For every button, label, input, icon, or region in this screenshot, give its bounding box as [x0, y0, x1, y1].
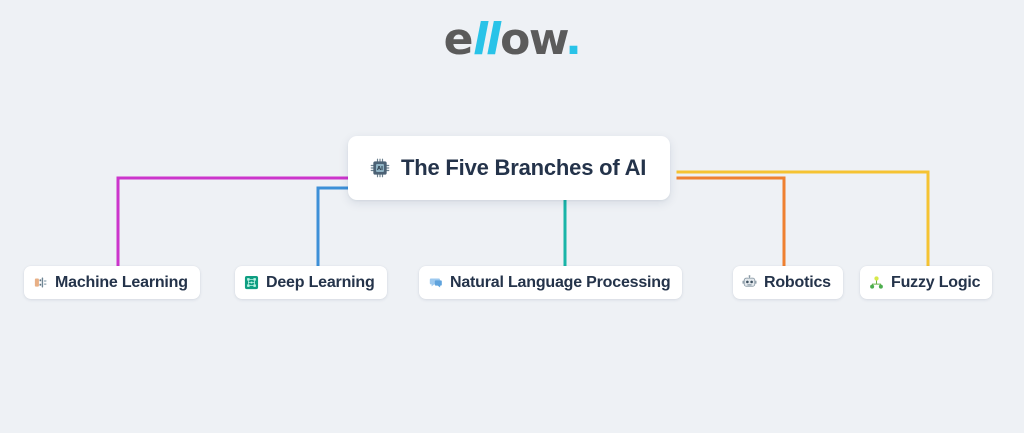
brand-segment-ow: ow: [500, 14, 567, 65]
mindmap-branch-fuzzy-logic[interactable]: Fuzzy Logic: [860, 266, 993, 299]
node-tree-icon: [869, 275, 884, 290]
mindmap-root-label: The Five Branches of AI: [401, 155, 647, 180]
connector-machine-learning: [116, 176, 350, 268]
microchip-icon: AI: [370, 158, 390, 178]
svg-text:AI: AI: [377, 166, 383, 172]
mindmap-branch-deep-learning[interactable]: Deep Learning: [235, 266, 387, 299]
circuit-board-icon: [244, 275, 259, 290]
mindmap-root-node[interactable]: AI The Five Branches of AI: [348, 136, 671, 200]
robot-arm-icon: [33, 275, 48, 290]
connector-robotics: [676, 176, 786, 268]
mindmap-branch-label: Natural Language Processing: [450, 273, 671, 291]
speech-bubble-icon: [428, 275, 443, 290]
brand-segment-ll: ll: [472, 14, 501, 65]
brand-logo: ellow.: [0, 18, 1024, 62]
mindmap-branch-label: Robotics: [764, 273, 831, 291]
mindmap-branch-robotics[interactable]: Robotics: [733, 266, 843, 299]
mindmap-branch-machine-learning[interactable]: Machine Learning: [24, 266, 200, 299]
robot-face-icon: [742, 275, 757, 290]
connector-fuzzy-logic: [676, 170, 930, 268]
brand-segment-e: e: [443, 14, 474, 65]
mindmap-branch-natural-language-processing[interactable]: Natural Language Processing: [419, 266, 683, 299]
brand-wordmark: ellow.: [444, 18, 582, 62]
brand-segment-dot: .: [565, 14, 582, 65]
connector-deep-learning: [316, 186, 350, 268]
mindmap-branch-label: Fuzzy Logic: [891, 273, 981, 291]
mindmap-branch-label: Deep Learning: [266, 273, 375, 291]
mindmap-branch-label: Machine Learning: [55, 273, 188, 291]
